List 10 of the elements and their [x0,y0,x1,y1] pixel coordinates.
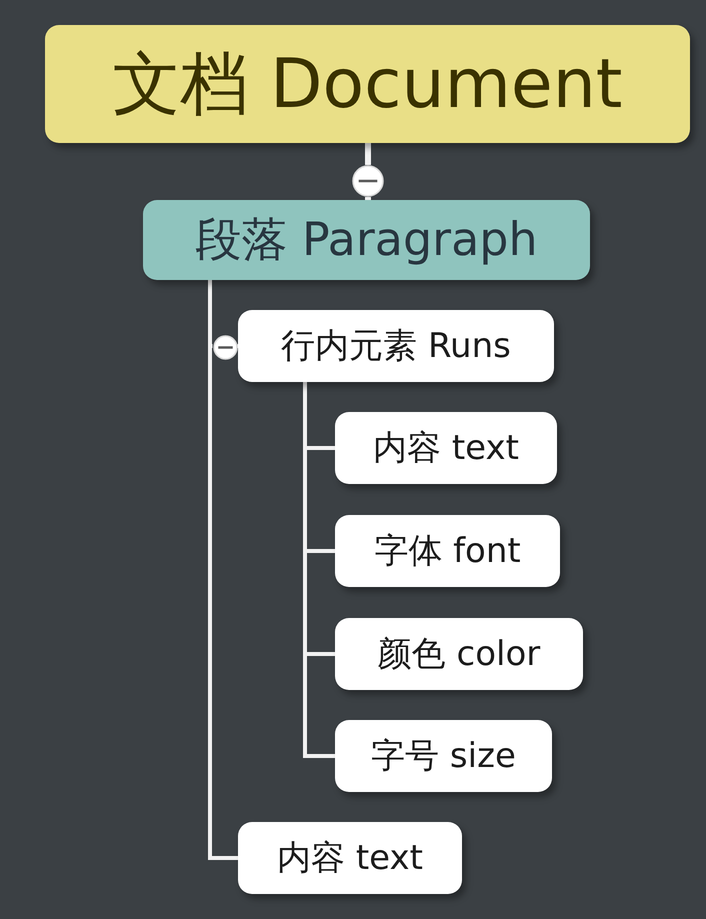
connector-line [365,140,371,203]
topic-box: 文档 Document [45,25,690,143]
topic-box: 字号 size [335,720,552,792]
topic-box: 行内元素 Runs [238,310,554,382]
topic-box: 内容 text [238,822,462,894]
connector-line [303,382,335,758]
topic-box: 段落 Paragraph [143,200,590,280]
topic-box: 内容 text [335,412,557,484]
topic-box: 颜色 color [335,618,583,690]
topic-box: 字体 font [335,515,560,587]
